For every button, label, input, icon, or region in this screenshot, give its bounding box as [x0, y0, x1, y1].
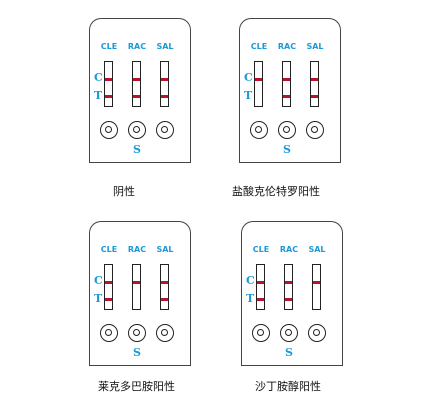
- control-band: [313, 281, 320, 284]
- sample-well: [280, 324, 298, 342]
- test-band: [283, 95, 290, 98]
- caption-salbutamol-positive: 沙丁胺醇阳性: [255, 380, 321, 393]
- strip-label-cle: CLE: [252, 245, 270, 254]
- card-base-line: [89, 364, 191, 366]
- sample-well: [100, 121, 118, 139]
- test-band: [257, 298, 264, 301]
- control-band: [133, 78, 140, 81]
- control-band: [105, 281, 112, 284]
- card-base-line: [241, 364, 343, 366]
- strip-label-cle: CLE: [100, 42, 118, 51]
- test-strip-cle: [104, 264, 113, 310]
- sample-well: [156, 121, 174, 139]
- test-strip-rac: [132, 61, 141, 107]
- strip-label-sal: SAL: [156, 245, 174, 254]
- control-line-label: C: [244, 71, 253, 84]
- strip-label-rac: RAC: [279, 245, 299, 254]
- sample-well: [250, 121, 268, 139]
- test-strip-cle: [104, 61, 113, 107]
- sample-well: [278, 121, 296, 139]
- control-band: [283, 78, 290, 81]
- test-band: [105, 95, 112, 98]
- sample-label: S: [133, 143, 141, 156]
- control-line-label: C: [94, 274, 103, 287]
- test-line-label: T: [94, 292, 103, 305]
- test-strip-sal: [160, 264, 169, 310]
- caption-ractopamine-positive: 莱克多巴胺阳性: [98, 380, 175, 393]
- sample-well: [156, 324, 174, 342]
- sample-label: S: [285, 346, 293, 359]
- caption-clenbuterol-positive: 盐酸克伦特罗阳性: [232, 185, 320, 198]
- test-strip-rac: [284, 264, 293, 310]
- sample-well: [128, 121, 146, 139]
- control-band: [285, 281, 292, 284]
- sample-well: [306, 121, 324, 139]
- sample-label: S: [133, 346, 141, 359]
- test-card-ractopamine-positive: CLE RAC SAL C T S: [89, 221, 191, 366]
- control-line-label: C: [246, 274, 255, 287]
- strip-label-rac: RAC: [127, 42, 147, 51]
- control-line-label: C: [94, 71, 103, 84]
- test-line-label: T: [94, 89, 103, 102]
- test-line-label: T: [244, 89, 253, 102]
- test-line-label: T: [246, 292, 255, 305]
- strip-label-sal: SAL: [156, 42, 174, 51]
- test-strip-cle: [254, 61, 263, 107]
- strip-label-sal: SAL: [306, 42, 324, 51]
- strip-label-cle: CLE: [250, 42, 268, 51]
- test-strip-sal: [160, 61, 169, 107]
- control-band: [105, 78, 112, 81]
- test-band: [311, 95, 318, 98]
- control-band: [311, 78, 318, 81]
- test-card-salbutamol-positive: CLE RAC SAL C T S: [241, 221, 343, 366]
- test-strip-cle: [256, 264, 265, 310]
- card-base-line: [89, 161, 191, 163]
- test-strip-sal: [312, 264, 321, 310]
- caption-negative: 阴性: [113, 185, 135, 198]
- sample-well: [252, 324, 270, 342]
- test-card-clenbuterol-positive: CLE RAC SAL C T S: [239, 18, 341, 163]
- control-band: [255, 78, 262, 81]
- strip-label-rac: RAC: [277, 42, 297, 51]
- test-band: [285, 298, 292, 301]
- strip-label-cle: CLE: [100, 245, 118, 254]
- sample-well: [128, 324, 146, 342]
- test-strip-sal: [310, 61, 319, 107]
- card-base-line: [239, 161, 341, 163]
- sample-well: [100, 324, 118, 342]
- strip-label-rac: RAC: [127, 245, 147, 254]
- test-card-negative: CLE RAC SAL C T S: [89, 18, 191, 163]
- control-band: [161, 281, 168, 284]
- sample-label: S: [283, 143, 291, 156]
- test-band: [105, 298, 112, 301]
- sample-well: [308, 324, 326, 342]
- test-strip-rac: [282, 61, 291, 107]
- control-band: [257, 281, 264, 284]
- test-strip-rac: [132, 264, 141, 310]
- control-band: [133, 281, 140, 284]
- test-band: [133, 95, 140, 98]
- control-band: [161, 78, 168, 81]
- test-band: [161, 298, 168, 301]
- test-band: [161, 95, 168, 98]
- strip-label-sal: SAL: [308, 245, 326, 254]
